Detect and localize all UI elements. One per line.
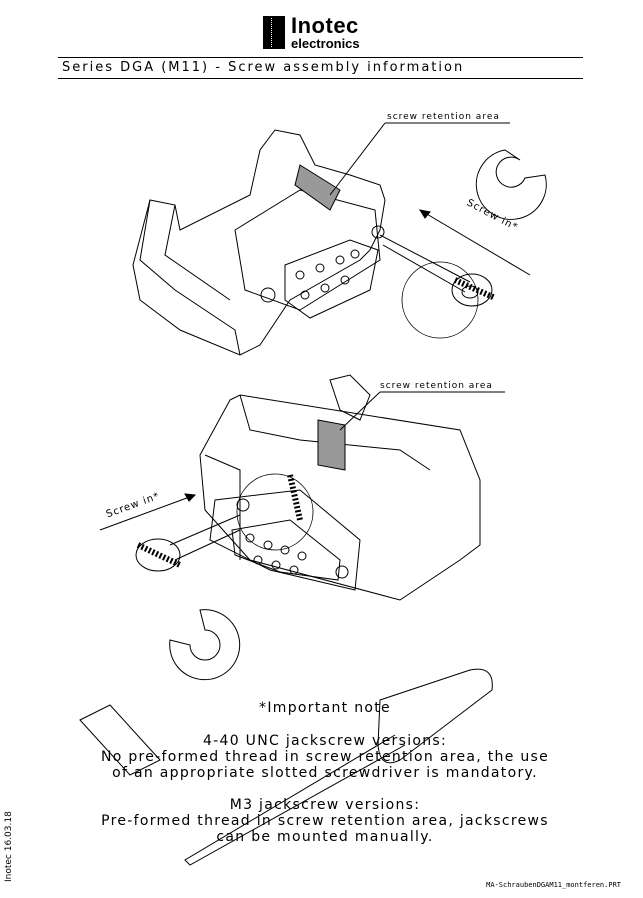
- logo-line2: electronics: [291, 36, 360, 51]
- screwdriver: [79, 668, 493, 866]
- note-unc-line1: No pre-formed thread in screw retention …: [100, 749, 550, 765]
- header-rule-top: [58, 57, 583, 58]
- screw-in-arrow-bottom: [99, 494, 196, 531]
- retention-label-bottom: screw retention area: [380, 381, 493, 391]
- note-unc-line2: of an appropriate slotted screwdriver is…: [112, 765, 538, 781]
- note-m3-line2: can be mounted manually.: [216, 829, 434, 845]
- note-m3-title: M3 jackscrew versions:: [229, 797, 421, 813]
- retention-detail-c-bottom: [169, 609, 241, 681]
- bottom-connector-housing: [199, 394, 481, 601]
- logo-line1: Inotec: [291, 13, 359, 38]
- top-connector-housing: [132, 129, 471, 356]
- header-rule-bottom: [58, 78, 583, 79]
- retention-detail-c: [475, 149, 547, 220]
- page-title: Series DGA (M11) - Screw assembly inform…: [62, 60, 465, 75]
- revision-date: Inotec 16.03.18: [4, 811, 14, 882]
- top-knurled-nut: [451, 273, 497, 307]
- inotec-logo: Inotec electronics: [263, 15, 360, 50]
- screw-in-arrow-top: [419, 209, 531, 276]
- note-unc-title: 4-40 UNC jackscrew versions:: [202, 733, 448, 749]
- logo-mark-icon: [263, 16, 285, 49]
- retention-label-top: screw retention area: [387, 112, 500, 122]
- footer-filename: MA-SchraubenDGAM11_montferen.PRT: [486, 881, 621, 889]
- detail-circle: [401, 261, 479, 339]
- note-m3-line1: Pre-formed thread in screw retention are…: [101, 813, 549, 829]
- note-heading: *Important note: [259, 700, 391, 716]
- bottom-knurled-nut: [135, 514, 241, 572]
